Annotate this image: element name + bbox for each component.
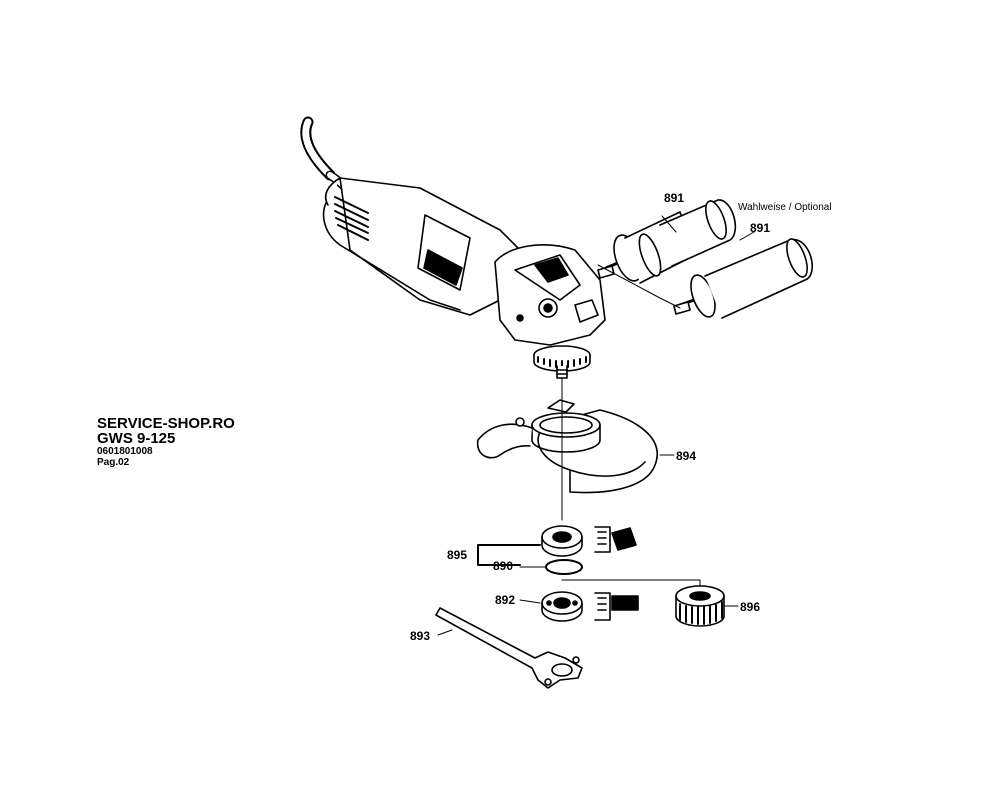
nut-profile <box>594 592 639 621</box>
angle-grinder <box>322 177 606 379</box>
label-892: 892 <box>495 593 515 607</box>
quick-clamping-nut <box>675 585 725 627</box>
label-891-upper: 891 <box>664 191 684 205</box>
clamping-nut <box>541 591 583 622</box>
label-890: 890 <box>493 559 513 573</box>
label-891-lower: 891 <box>750 221 770 235</box>
mounting-flange <box>541 525 583 557</box>
side-handle-lower <box>673 238 814 319</box>
two-pin-spanner <box>435 607 583 689</box>
label-894: 894 <box>676 449 696 463</box>
flange-profile <box>594 526 637 553</box>
label-896: 896 <box>740 600 760 614</box>
label-893: 893 <box>410 629 430 643</box>
page-number: Pag.02 <box>97 457 130 468</box>
model-name: GWS 9-125 <box>97 430 176 447</box>
shop-title: SERVICE-SHOP.RO <box>97 415 235 432</box>
side-handle-upper <box>597 199 737 284</box>
wheel-guard <box>476 399 658 494</box>
optional-note: Wahlweise / Optional <box>738 202 832 213</box>
part-number: 0601801008 <box>97 446 153 457</box>
o-ring <box>545 559 583 575</box>
label-895: 895 <box>447 548 467 562</box>
